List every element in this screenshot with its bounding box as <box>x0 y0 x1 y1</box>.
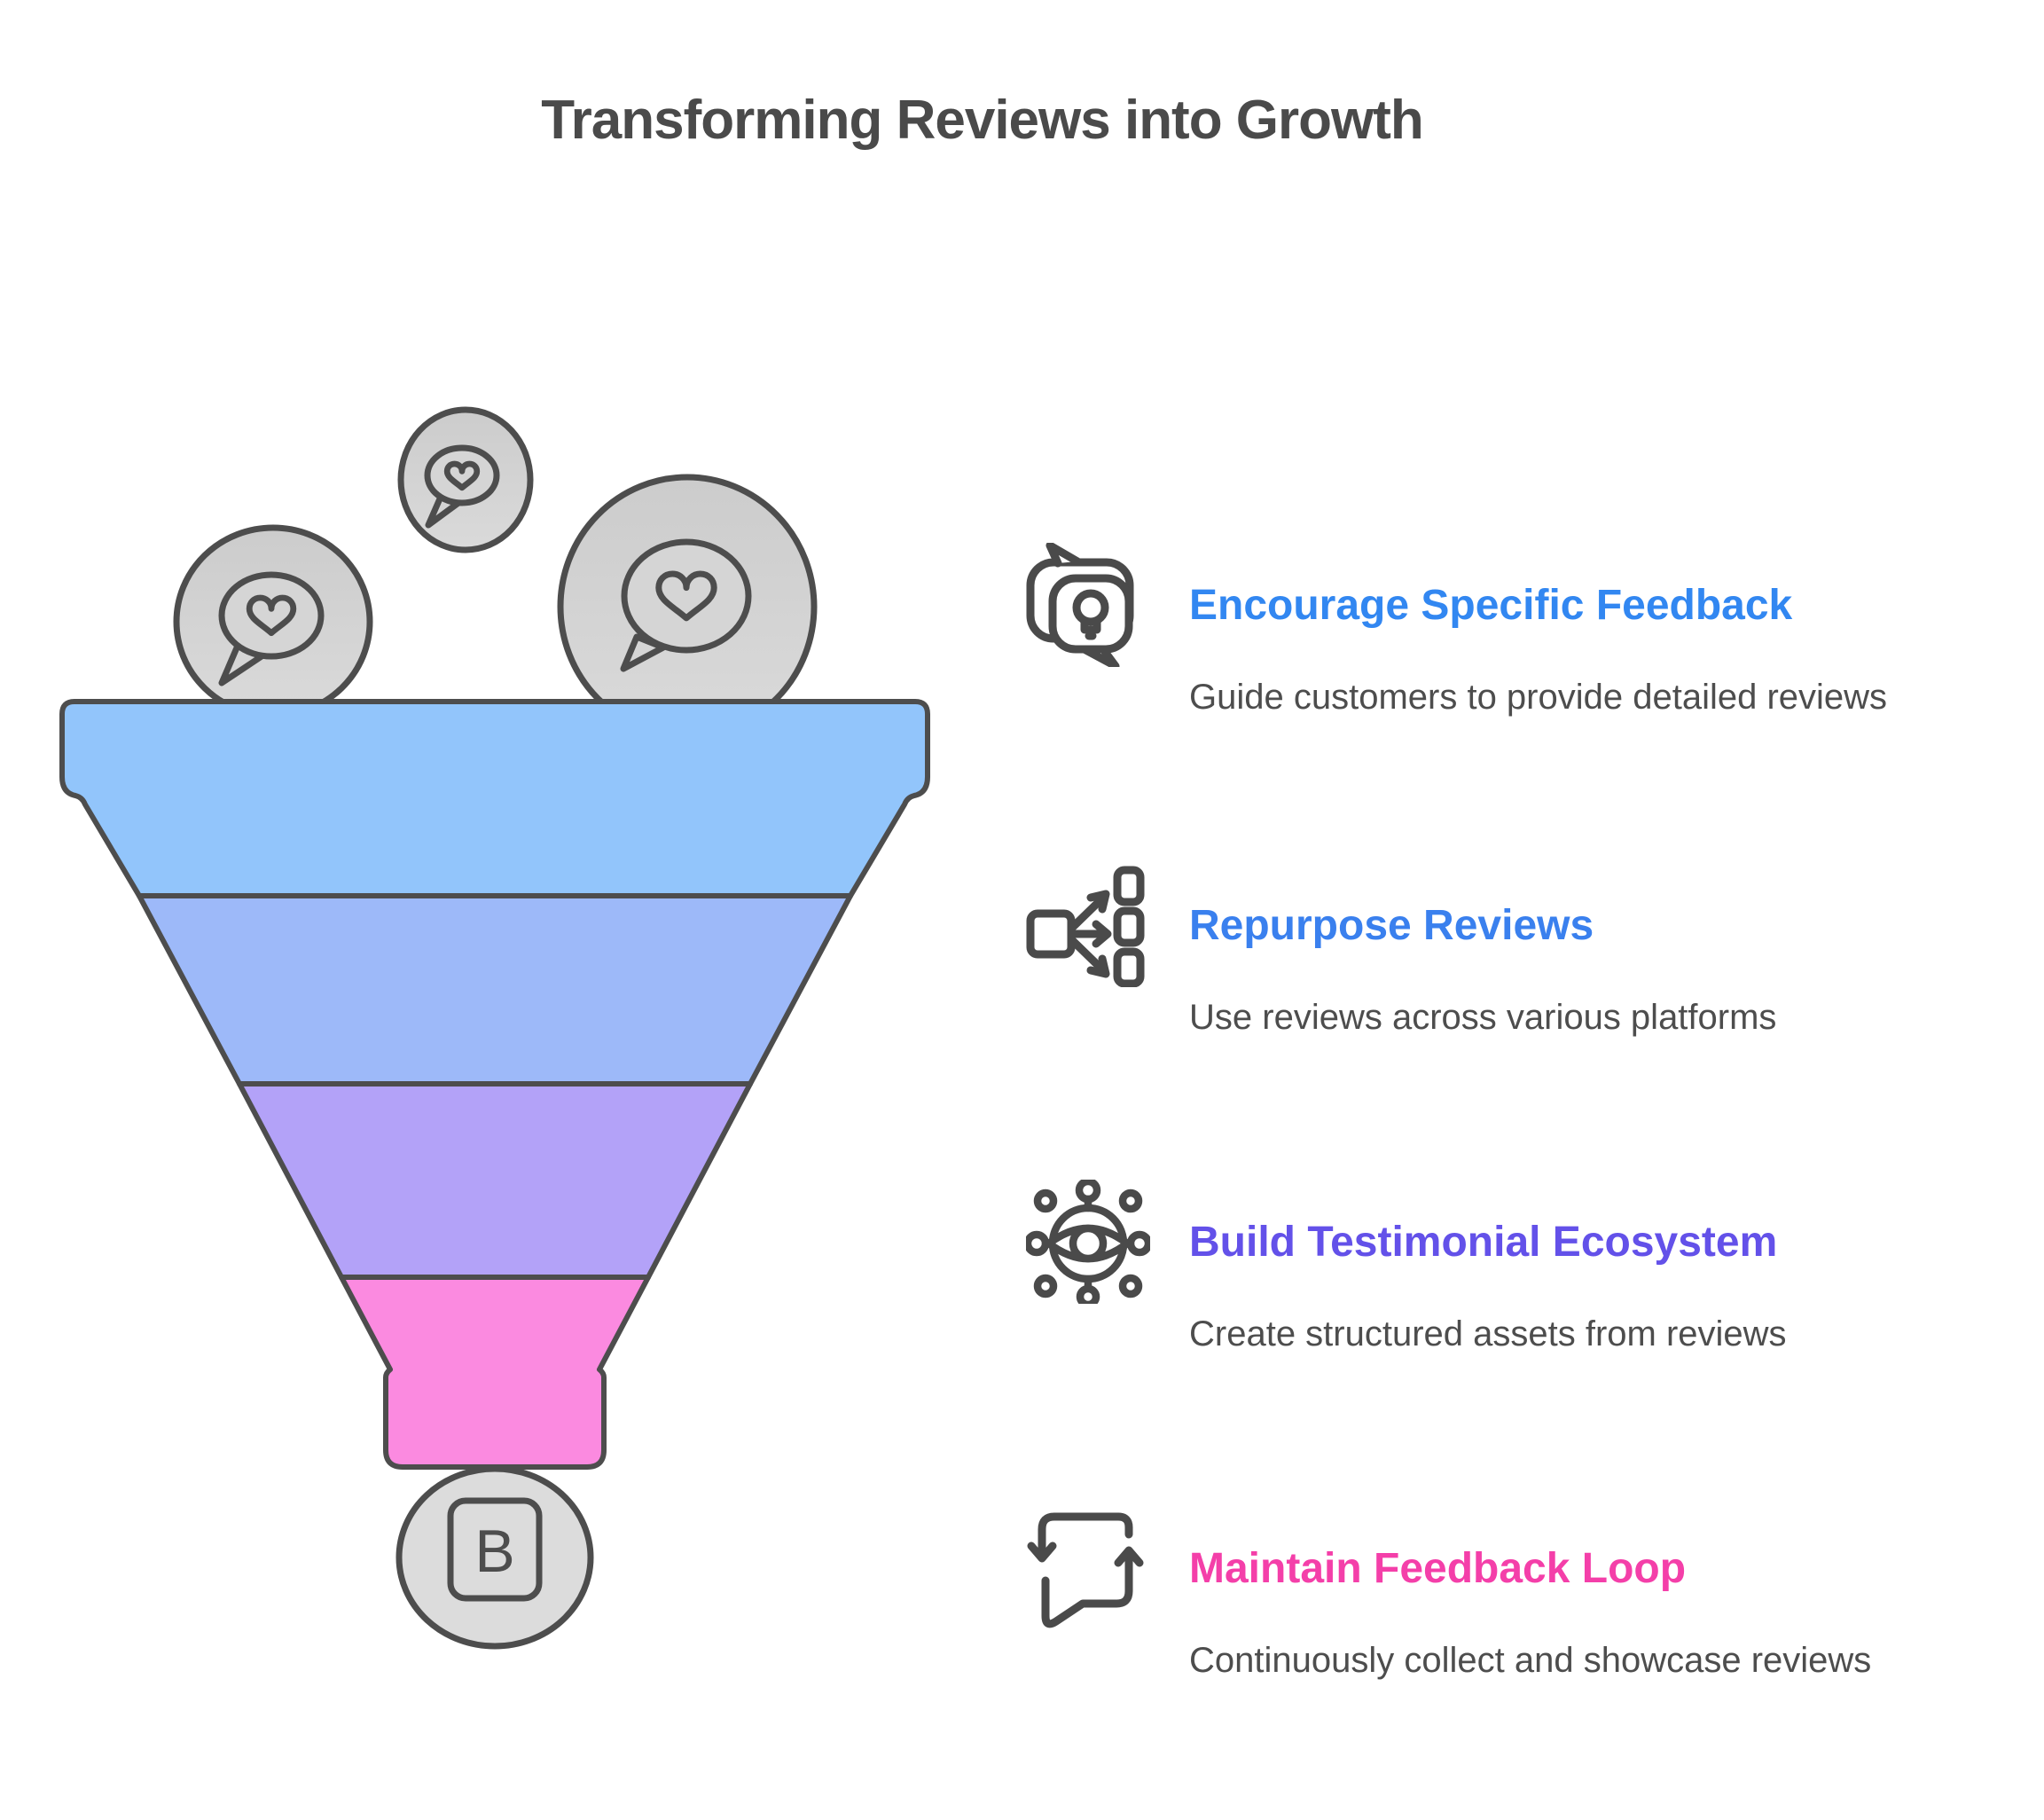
item-description: Continuously collect and showcase review… <box>1189 1641 1872 1680</box>
page-title: Transforming Reviews into Growth <box>541 90 1424 151</box>
item-description: Create structured assets from reviews <box>1189 1314 1787 1353</box>
review-bubble-small <box>397 406 534 553</box>
eye-network-icon <box>1026 1180 1150 1304</box>
item-heading: Repurpose Reviews <box>1189 901 1594 949</box>
brand-badge-square <box>447 1497 543 1602</box>
item-heading: Maintain Feedback Loop <box>1189 1544 1687 1592</box>
brand-badge-label: B <box>474 1518 514 1585</box>
feature-item-encourage-feedback: Encourage Specific Feedback Guide custom… <box>1026 543 2019 717</box>
chat-lightbulb-icon <box>1026 543 1134 667</box>
funnel-stages <box>59 699 930 1470</box>
funnel-illustration: B <box>59 406 930 1650</box>
feature-item-feedback-loop: Maintain Feedback Loop Continuously coll… <box>1026 1506 2019 1680</box>
item-description: Guide customers to provide detailed revi… <box>1189 678 1888 717</box>
item-heading: Build Testimonial Ecosystem <box>1189 1218 1778 1266</box>
funnel-stage-2 <box>137 893 853 1087</box>
feature-item-testimonial-ecosystem: Build Testimonial Ecosystem Create struc… <box>1026 1180 2019 1353</box>
item-description: Use reviews across various platforms <box>1189 998 1777 1037</box>
item-heading: Encourage Specific Feedback <box>1189 581 1793 629</box>
funnel-stage-4 <box>339 1275 651 1470</box>
funnel-stage-3 <box>237 1081 753 1280</box>
review-bubble-right <box>557 474 818 740</box>
loop-chat-icon <box>1027 1512 1144 1628</box>
review-bubble-left <box>173 524 373 719</box>
distribute-icon <box>1026 866 1145 987</box>
feature-item-repurpose-reviews: Repurpose Reviews Use reviews across var… <box>1026 863 2019 1037</box>
funnel-stage-1 <box>59 699 930 898</box>
